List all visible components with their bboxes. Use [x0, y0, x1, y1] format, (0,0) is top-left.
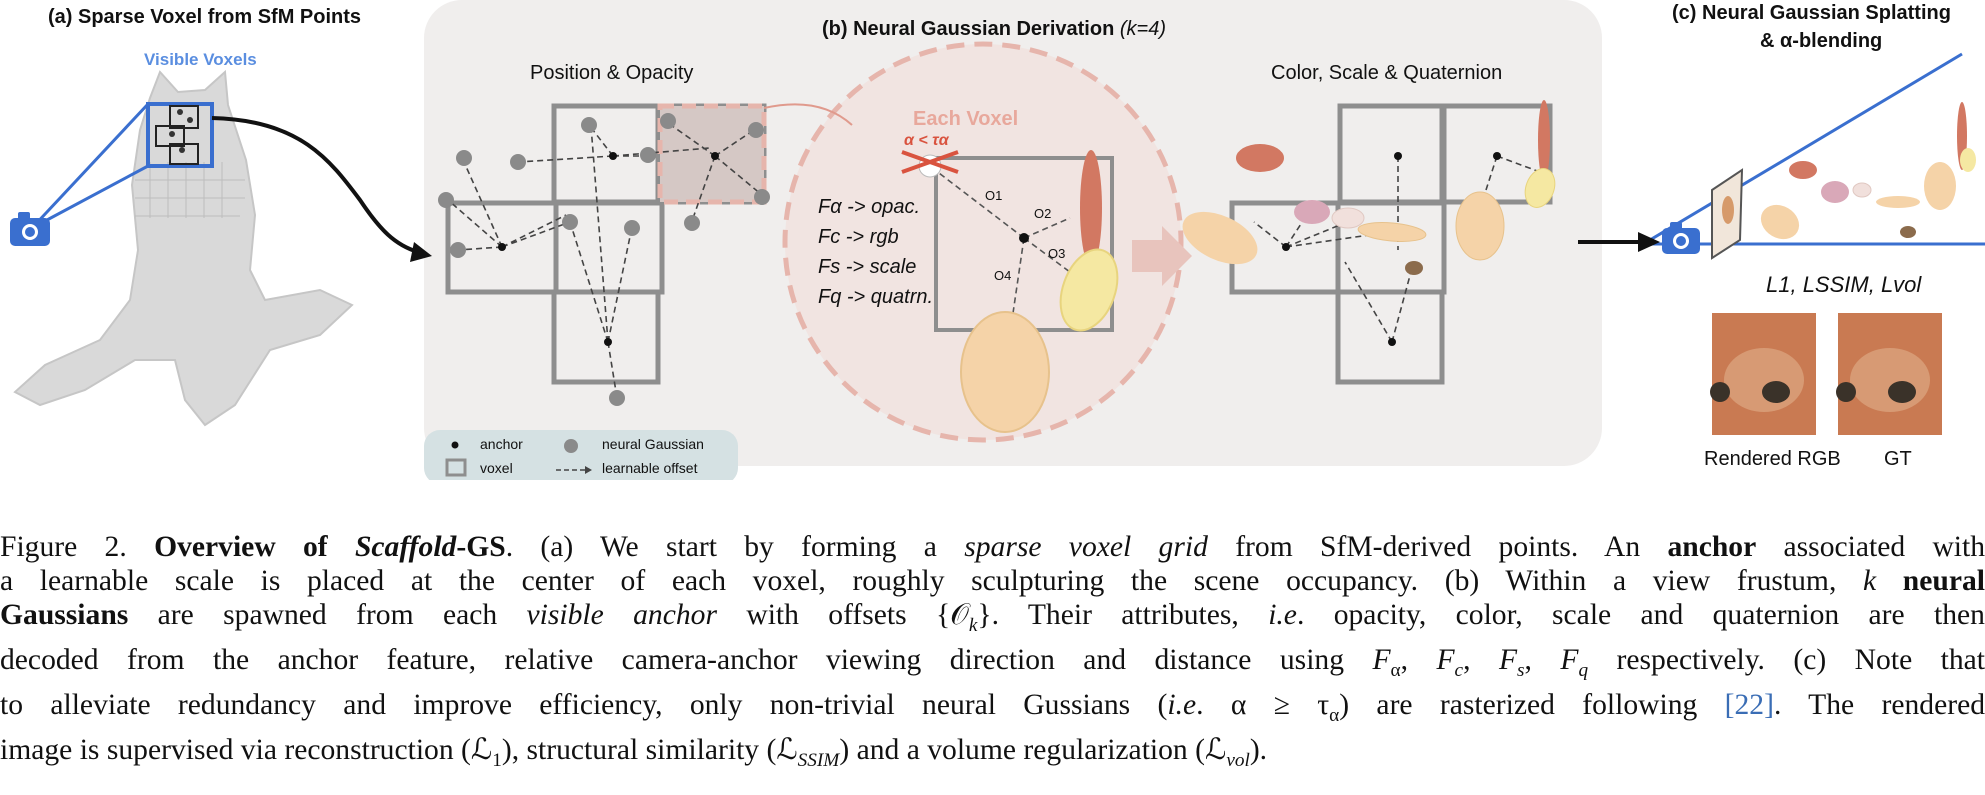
attribute-list: Fα -> opac. Fc -> rgb Fs -> scale Fq -> … [818, 196, 934, 308]
offset-lines-left [447, 122, 763, 399]
panel-a-title: (a) Sparse Voxel from SfM Points [48, 6, 362, 28]
offset-label-1: O1 [985, 188, 1003, 203]
gt-label: GT [1884, 448, 1912, 470]
each-voxel-label: Each Voxel [913, 108, 1019, 130]
legend-offset-label: learnable offset [602, 460, 698, 476]
offset-lines-center [934, 169, 1075, 321]
rendered-rgb-label: Rendered RGB [1704, 448, 1841, 470]
offset-label-4: O4 [994, 268, 1012, 283]
prune-cross-icon [901, 150, 959, 174]
point-cloud-object [13, 69, 354, 427]
colored-gaussians-right [1182, 100, 1556, 275]
caption-line-1: Figure 2. Overview of Scaffold-GS. (a) W… [0, 531, 1985, 563]
each-voxel-circle [782, 41, 1184, 443]
offset-label-3: O3 [1048, 246, 1066, 261]
panel-b-title: (b) Neural Gaussian Derivation (k=4) [822, 18, 1166, 40]
rendered-rgb-image [1710, 313, 1816, 435]
figure: (a) Sparse Voxel from SfM Points Visible… [10, 0, 1985, 480]
splatted-gaussians [1760, 102, 1976, 240]
visible-voxel-box [146, 102, 214, 168]
caption-line-6: image is supervised via reconstruction (… [0, 733, 1268, 771]
legend-voxel-label: voxel [480, 460, 513, 476]
neural-gaussians-left [438, 113, 770, 406]
anchor-points-left [498, 152, 719, 346]
camera-icon [10, 212, 50, 246]
anchor-center [1019, 233, 1029, 243]
alpha-condition: α < τα [904, 132, 949, 149]
frustum-top [1649, 52, 1963, 242]
legend-box [424, 430, 738, 480]
arrow-to-color [1132, 226, 1192, 286]
offset-lines-right [1253, 155, 1541, 343]
legend-anchor-label: anchor [480, 436, 523, 452]
loss-label: L1, LSSIM, Lvol [1766, 272, 1922, 297]
figure-caption: Figure 2. Overview of Scaffold-GS. (a) W… [0, 530, 1985, 778]
legend-gaussian-label: neural Gaussian [602, 436, 704, 452]
panel-c-title-1: (c) Neural Gaussian Splatting [1672, 2, 1951, 24]
caption-line-4: decoded from the anchor feature, relativ… [0, 643, 1985, 681]
voxel-grid-right [1229, 103, 1553, 385]
legend-voxel-marker [445, 458, 467, 477]
visible-voxels-label: Visible Voxels [144, 50, 257, 69]
camera-icon-c [1662, 222, 1700, 254]
caption-line-2: a learnable scale is placed at the cente… [0, 565, 1985, 597]
gaussian-red-ellipse [1080, 150, 1102, 266]
color-scale-quat-label: Color, Scale & Quaternion [1271, 62, 1503, 84]
arrow-a-to-b [211, 116, 419, 254]
legend-gaussian-marker [564, 439, 578, 453]
gaussian-peach-ellipse [960, 311, 1050, 433]
offset-label-2: O2 [1034, 206, 1052, 221]
position-opacity-label: Position & Opacity [530, 62, 694, 84]
caption-line-3: Gaussians are spawned from each visible … [0, 599, 1985, 636]
figure-graphic [10, 0, 1985, 480]
legend-anchor-marker [451, 441, 459, 449]
anchor-points-right [1282, 152, 1501, 346]
ground-truth-image [1836, 313, 1942, 435]
gaussian-yellow-ellipse [1059, 248, 1119, 332]
caption-line-5: to alleviate redundancy and improve effi… [0, 688, 1985, 726]
panel-c-title-2: & α-blending [1760, 30, 1883, 52]
